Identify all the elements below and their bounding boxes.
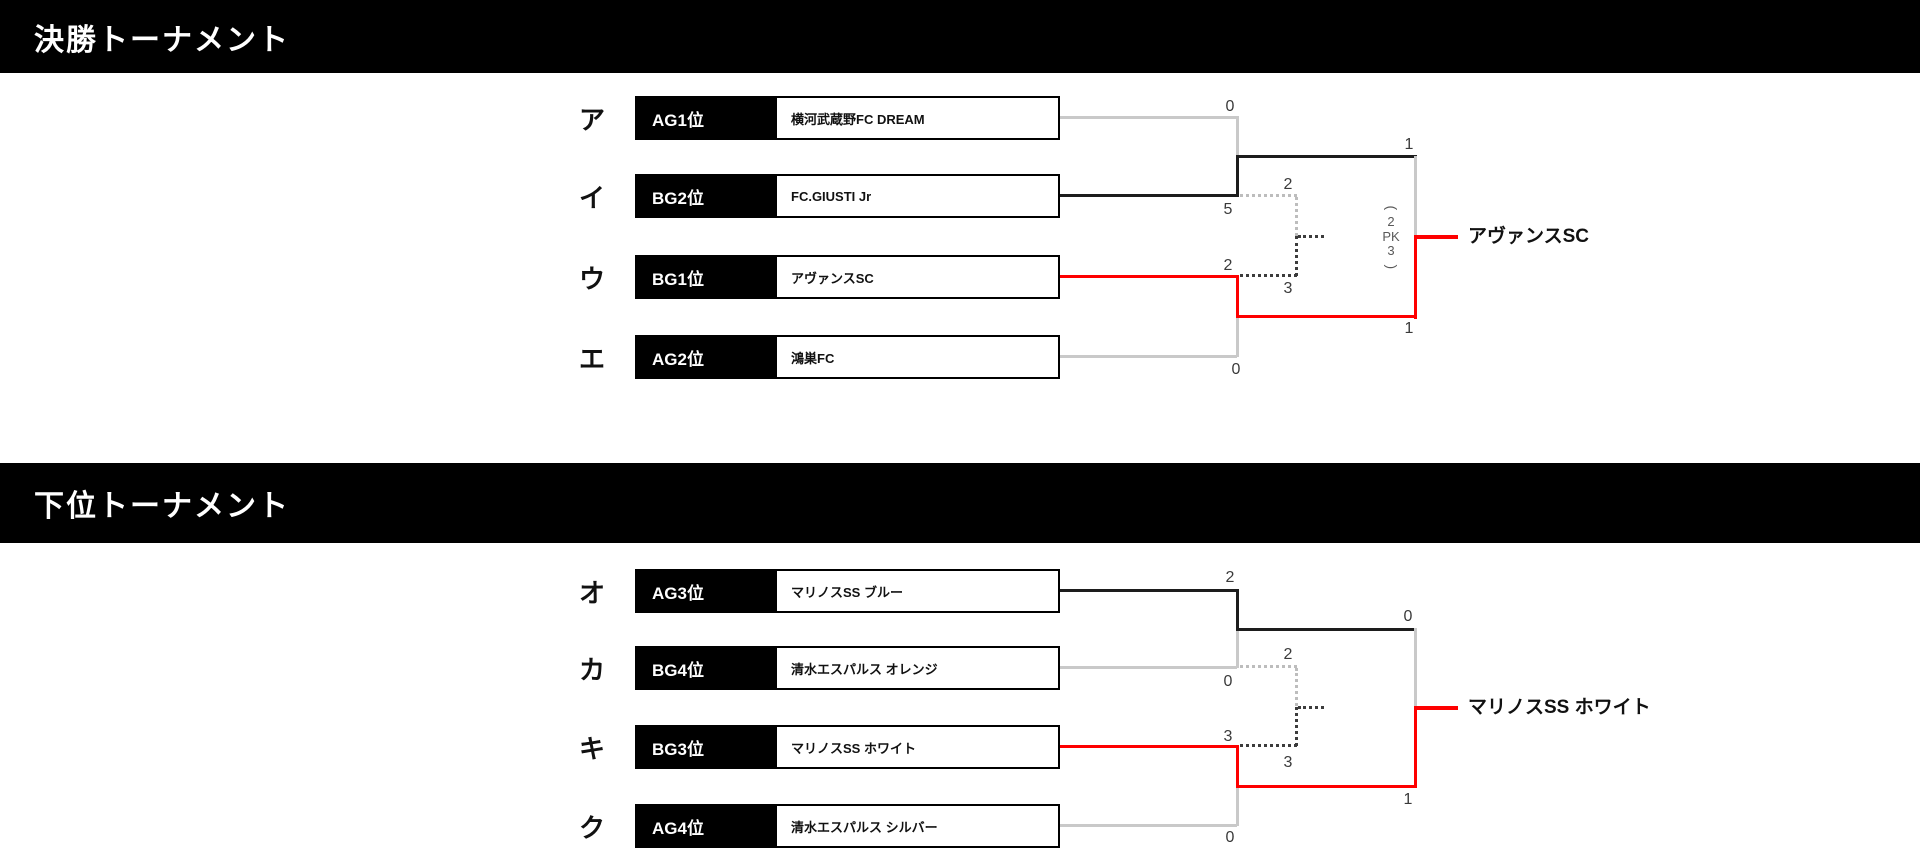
third-place-stub-line [1298, 235, 1324, 238]
team-line [1060, 666, 1237, 669]
third-place-line [1240, 665, 1297, 668]
pk-score-top: 2 [1387, 214, 1395, 230]
seed-label: BG1位 [635, 255, 777, 299]
seed-label: AG4位 [635, 804, 777, 848]
winner-line [1236, 315, 1417, 318]
third-place-score-label: 3 [1283, 280, 1293, 297]
pk-note: ( 2 PK 3 ) [1376, 194, 1406, 280]
seed-label: BG3位 [635, 725, 777, 769]
junction-line [1236, 589, 1239, 630]
third-place-line [1295, 707, 1298, 746]
champion-label: マリノスSS ホワイト [1468, 697, 1651, 718]
section-header: 決勝トーナメント [0, 0, 1920, 73]
team-name: FC.GIUSTI Jr [777, 174, 1060, 218]
winner-line [1236, 628, 1417, 631]
champion-label: アヴァンスSC [1468, 226, 1590, 247]
bracket-row: イ BG2位 FC.GIUSTI Jr [570, 174, 1060, 218]
team-line [1060, 824, 1237, 827]
team-line [1060, 194, 1237, 197]
final-junction-line [1414, 235, 1417, 319]
final-score-label: 1 [1403, 791, 1413, 808]
team-line [1060, 589, 1237, 592]
pk-open-paren: ( [1383, 205, 1400, 210]
team-name: 清水エスパルス シルバー [777, 804, 1060, 848]
score-label: 0 [1225, 98, 1235, 115]
section-title: 決勝トーナメント [34, 23, 290, 57]
team-line [1060, 355, 1237, 358]
score-label: 0 [1225, 829, 1235, 846]
champion-stub-line [1414, 706, 1458, 710]
third-place-score-label: 3 [1283, 754, 1293, 771]
final-score-label: 0 [1403, 608, 1413, 625]
third-place-stub-line [1298, 706, 1324, 709]
score-label: 5 [1223, 201, 1233, 218]
junction-line [1236, 315, 1239, 357]
winner-line [1236, 785, 1417, 788]
bracket-row: ア AG1位 横河武蔵野FC DREAM [570, 96, 1060, 140]
third-place-score-label: 2 [1283, 646, 1293, 663]
winner-line [1236, 155, 1417, 158]
row-letter: キ [578, 733, 605, 764]
pk-close-paren: ) [1383, 264, 1400, 269]
third-place-line [1240, 274, 1297, 277]
row-letter: ア [578, 104, 605, 135]
team-line [1060, 275, 1237, 278]
third-place-line [1240, 744, 1297, 747]
team-line [1060, 745, 1237, 748]
team-name: 清水エスパルス オレンジ [777, 646, 1060, 690]
pk-score-bottom: 3 [1387, 243, 1395, 259]
seed-label: BG2位 [635, 174, 777, 218]
pk-label: PK [1382, 228, 1400, 244]
third-place-line [1295, 668, 1298, 706]
final-score-label: 1 [1404, 320, 1414, 337]
section-title: 下位トーナメント [34, 490, 290, 523]
bracket-row: ク AG4位 清水エスパルス シルバー [570, 804, 1060, 848]
final-junction-line [1414, 156, 1417, 237]
bracket-row: カ BG4位 清水エスパルス オレンジ [570, 646, 1060, 690]
seed-label: AG1位 [635, 96, 777, 140]
junction-line [1236, 275, 1239, 317]
row-letter: エ [578, 343, 605, 374]
team-name: 横河武蔵野FC DREAM [777, 96, 1060, 140]
bracket-row: オ AG3位 マリノスSS ブルー [570, 569, 1060, 613]
junction-line [1236, 745, 1239, 788]
third-place-line [1295, 197, 1298, 236]
third-place-score-label: 2 [1283, 176, 1293, 193]
row-letter: ウ [578, 263, 605, 294]
seed-label: BG4位 [635, 646, 777, 690]
team-line [1060, 116, 1237, 119]
score-label: 2 [1225, 569, 1235, 586]
champion-stub-line [1414, 235, 1458, 239]
seed-label: AG2位 [635, 335, 777, 379]
score-label: 2 [1223, 257, 1233, 274]
bracket-row: ウ BG1位 アヴァンスSC [570, 255, 1060, 299]
score-label: 0 [1231, 361, 1241, 378]
bracket-row: エ AG2位 鴻巣FC [570, 335, 1060, 379]
third-place-line [1240, 194, 1297, 197]
junction-line [1236, 785, 1239, 826]
bracket-row: キ BG3位 マリノスSS ホワイト [570, 725, 1060, 769]
section-header: 下位トーナメント [0, 463, 1920, 543]
final-junction-line [1414, 706, 1417, 788]
junction-line [1236, 155, 1239, 197]
team-name: マリノスSS ブルー [777, 569, 1060, 613]
final-score-label: 1 [1404, 136, 1414, 153]
score-label: 3 [1223, 728, 1233, 745]
junction-line [1236, 628, 1239, 668]
final-junction-line [1414, 628, 1417, 708]
team-name: 鴻巣FC [777, 335, 1060, 379]
score-label: 0 [1223, 673, 1233, 690]
row-letter: ク [578, 812, 605, 843]
row-letter: イ [578, 182, 605, 213]
third-place-line [1295, 236, 1298, 276]
row-letter: カ [578, 654, 605, 685]
team-name: マリノスSS ホワイト [777, 725, 1060, 769]
team-name: アヴァンスSC [777, 255, 1060, 299]
seed-label: AG3位 [635, 569, 777, 613]
junction-line [1236, 116, 1239, 157]
row-letter: オ [578, 577, 605, 608]
